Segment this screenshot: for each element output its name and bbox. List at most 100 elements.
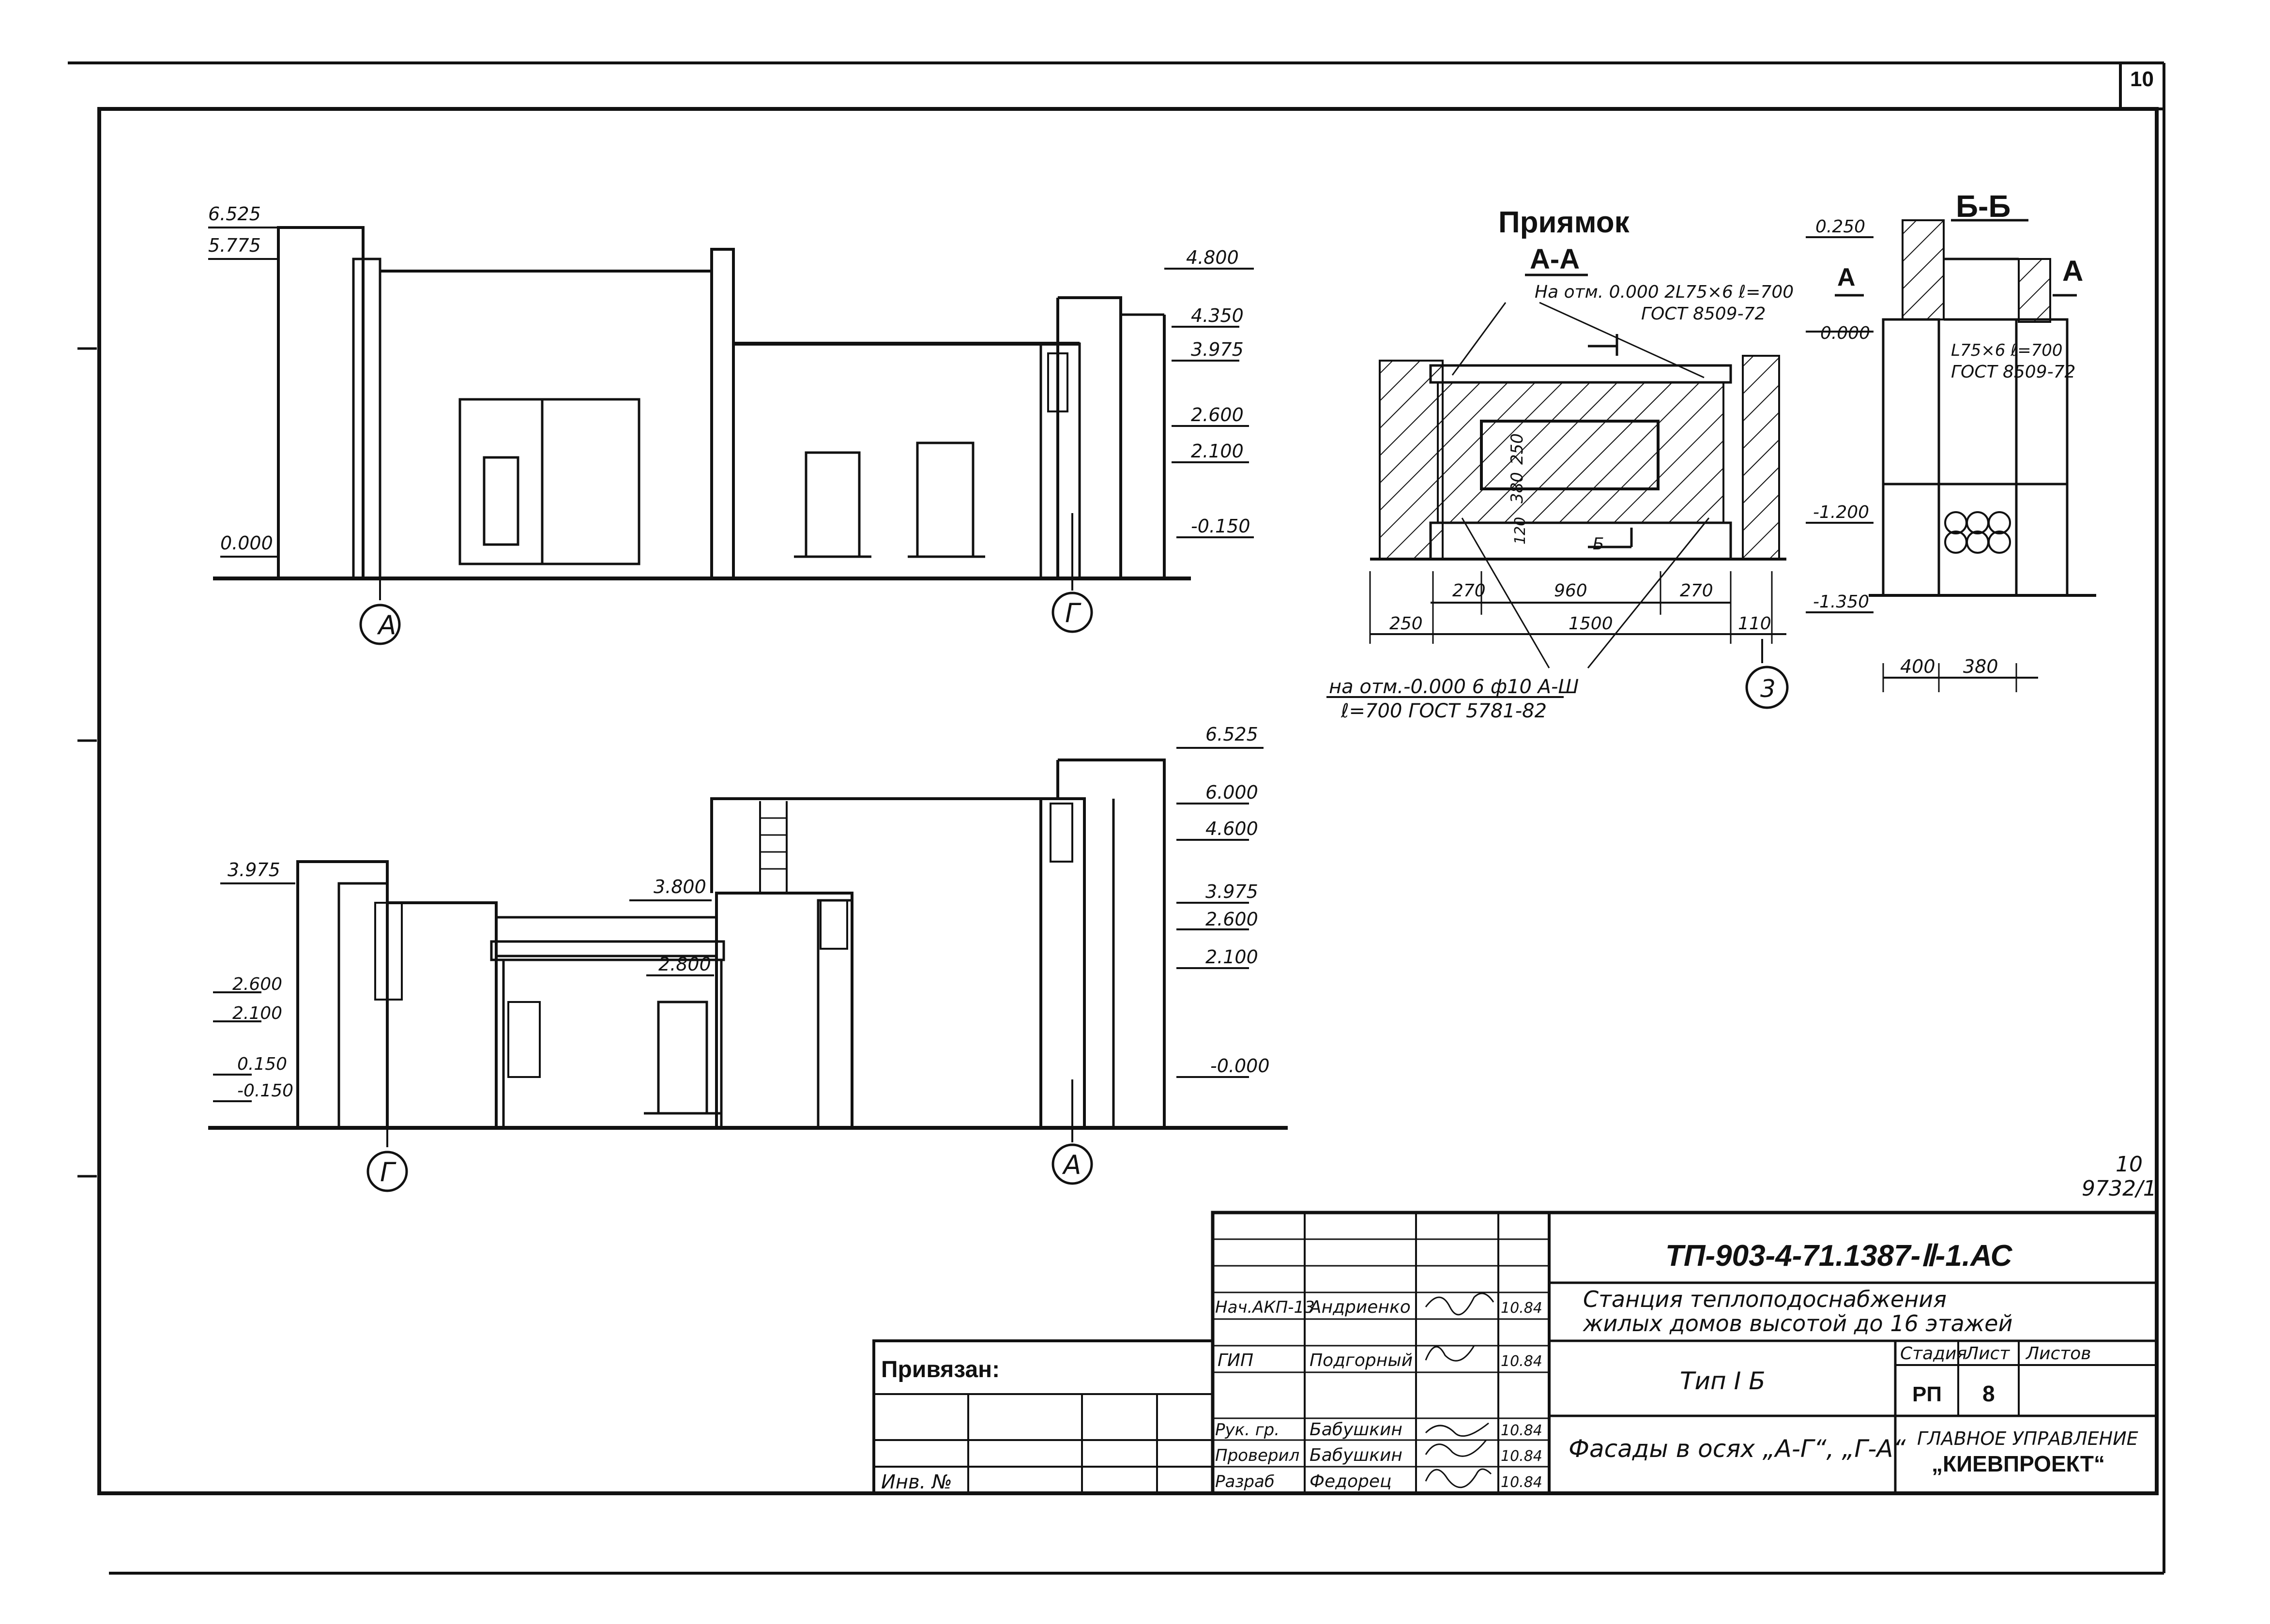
building-type: Тип Ⅰ Б [1680, 1367, 1766, 1395]
callout-number: 3 [1760, 675, 1776, 703]
sign-date: 10.84 [1501, 1448, 1542, 1465]
level-mark: 4.350 [1191, 305, 1244, 326]
stamp-code: 9732/1 [2082, 1176, 2157, 1201]
level-mark: -0.150 [237, 1081, 293, 1101]
axis-bubble [1051, 592, 1093, 633]
role: Нач.АКП-13 [1215, 1298, 1315, 1317]
role: ГИП [1218, 1351, 1253, 1370]
level-mark: -0.150 [1191, 516, 1250, 537]
roof-ladder [759, 801, 788, 893]
pit-note-top-2: ГОСТ 8509-72 [1641, 304, 1766, 324]
axis-label-a: А [1062, 1150, 1082, 1180]
section-bb-mark: -1.350 [1813, 592, 1869, 612]
pit-dim: 250 [1508, 433, 1527, 465]
corner-sheet-number: 10 [2130, 67, 2154, 91]
signature [1425, 1345, 1475, 1362]
gate-door [483, 456, 519, 546]
pit-dim: 250 [1389, 614, 1423, 634]
sheet-title: Фасады в осях „А-Г“, „Г-А“ [1569, 1435, 1906, 1463]
level-mark: 2.100 [1191, 440, 1244, 462]
pit-dim: 960 [1554, 581, 1587, 601]
axis-label-g: Г [380, 1157, 396, 1187]
axis-bubble [359, 604, 401, 645]
level-mark: 0.150 [237, 1054, 287, 1074]
section-bb-cut-mark: А [2062, 255, 2083, 287]
level-mark: 2.600 [232, 974, 282, 994]
pit-section-aa [1326, 302, 1789, 709]
org-line2: „КИЕВПРОЕКТ“ [1932, 1451, 2105, 1476]
section-bb-mark: 0.000 [1820, 323, 1870, 343]
stage-value: РП [1912, 1382, 1942, 1406]
level-mark: 2.600 [1191, 404, 1244, 425]
section-bb-dim: 400 [1900, 656, 1935, 677]
sheet-value: 8 [1982, 1381, 1995, 1406]
person-name: Федорец [1310, 1472, 1392, 1491]
role: Рук. гр. [1215, 1420, 1280, 1440]
section-bb-label: Б-Б [1956, 189, 2011, 224]
level-mark: 6.525 [1205, 724, 1258, 745]
role: Проверил [1215, 1446, 1299, 1465]
window-1 [805, 451, 861, 558]
project-name-line2: жилых домов высотой до 16 этажей [1583, 1310, 2012, 1336]
section-bb-note-1: L75×6 ℓ=700 [1951, 341, 2063, 360]
window-2 [916, 441, 975, 558]
pit-title: Приямок [1498, 206, 1630, 239]
axis-label-g: Г [1065, 598, 1082, 628]
bound-label: Привязан: [881, 1357, 1000, 1382]
window-3 [507, 1001, 541, 1078]
axis-bubble [1051, 1143, 1093, 1185]
level-mark: 4.600 [1205, 818, 1258, 839]
section-bb [1806, 219, 2096, 692]
left-wall [1379, 360, 1444, 560]
section-bb-cut-mark: А [1837, 263, 1856, 291]
signature [1425, 1292, 1494, 1316]
pit-note-bottom-1: на отм.-0.000 6 ф10 А-Ш [1329, 676, 1579, 698]
pit-dim: 380 [1508, 472, 1527, 503]
pit-section-label: А-А [1530, 243, 1580, 275]
elevation-top [208, 226, 1254, 645]
signature [1425, 1422, 1489, 1437]
person-name: Подгорный [1310, 1351, 1413, 1370]
door [657, 1001, 708, 1115]
pit-cut-mark: Б [1593, 534, 1604, 554]
sheets-header: Листов [2025, 1344, 2091, 1364]
sign-date: 10.84 [1501, 1353, 1542, 1370]
level-mark: 6.000 [1205, 782, 1258, 803]
right-wall [1742, 355, 1780, 560]
person-name: Бабушкин [1310, 1420, 1402, 1440]
pit-note-bottom-2: ℓ=700 ГОСТ 5781-82 [1341, 700, 1547, 722]
pit-dim: 270 [1680, 581, 1713, 601]
gate [458, 398, 640, 565]
signatories: Нач.АКП-13 Андриенко 10.84 ГИП Подгорный… [1215, 1297, 1542, 1491]
title-block [872, 1211, 2159, 1495]
sheet-header: Лист [1965, 1344, 2010, 1364]
pit-dim: 1500 [1569, 614, 1613, 634]
section-bb-mark: 0.250 [1815, 217, 1865, 237]
section-bb-note-2: ГОСТ 8509-72 [1951, 362, 2075, 382]
section-bb-mark: -1.200 [1813, 502, 1869, 522]
sign-date: 10.84 [1501, 1300, 1542, 1317]
level-mark: 2.100 [1205, 946, 1258, 968]
inv-label: Инв. № [881, 1471, 952, 1493]
stage-header: Стадия [1900, 1344, 1967, 1364]
stamp-number: 10 [2116, 1152, 2143, 1177]
callout-circle [1745, 666, 1789, 709]
pit-note-top-1: На отм. 0.000 2L75×6 ℓ=700 [1535, 282, 1794, 302]
level-mark: 3.975 [228, 859, 280, 880]
person-name: Андриенко [1309, 1297, 1411, 1317]
sign-date: 10.84 [1501, 1474, 1542, 1491]
level-mark: 2.100 [232, 1003, 282, 1023]
pit-dim: 120 [1512, 517, 1529, 545]
axis-label-a: А [377, 610, 396, 640]
pit-dim: 110 [1738, 614, 1771, 634]
level-mark: 2.600 [1205, 909, 1258, 930]
sign-date: 10.84 [1501, 1422, 1542, 1439]
left-pier [277, 226, 365, 580]
pit-dim: 270 [1452, 581, 1486, 601]
level-mark: 3.800 [654, 876, 706, 897]
elevation-bottom [208, 747, 1288, 1192]
level-mark: 3.975 [1191, 339, 1244, 360]
level-mark: 5.775 [208, 235, 261, 256]
person-name: Бабушкин [1310, 1445, 1402, 1465]
